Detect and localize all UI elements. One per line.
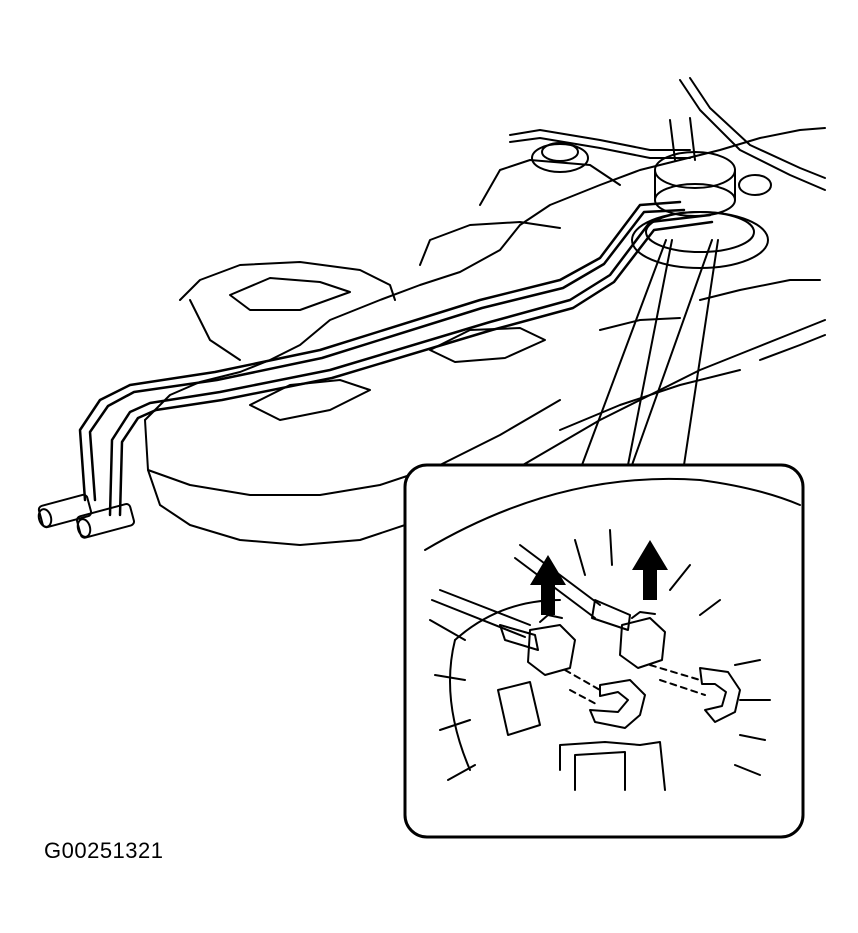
detail-inset bbox=[403, 463, 805, 839]
fuel-lines bbox=[78, 200, 714, 517]
line-fitting-right bbox=[75, 503, 135, 539]
callout-leaders bbox=[581, 239, 719, 466]
retainer-clip-left bbox=[589, 679, 646, 729]
fuel-tank bbox=[144, 127, 826, 546]
pull-up-arrow-left bbox=[530, 555, 566, 615]
figure-id-label: G00251321 bbox=[44, 838, 164, 863]
connector-right bbox=[619, 611, 666, 669]
line-fitting-left bbox=[37, 493, 93, 529]
pull-up-arrow-right bbox=[632, 540, 668, 600]
filler-cap bbox=[509, 129, 691, 173]
fuel-pump-assembly bbox=[631, 77, 826, 269]
retainer-clip-right bbox=[699, 667, 741, 723]
removal-paths bbox=[564, 664, 706, 706]
